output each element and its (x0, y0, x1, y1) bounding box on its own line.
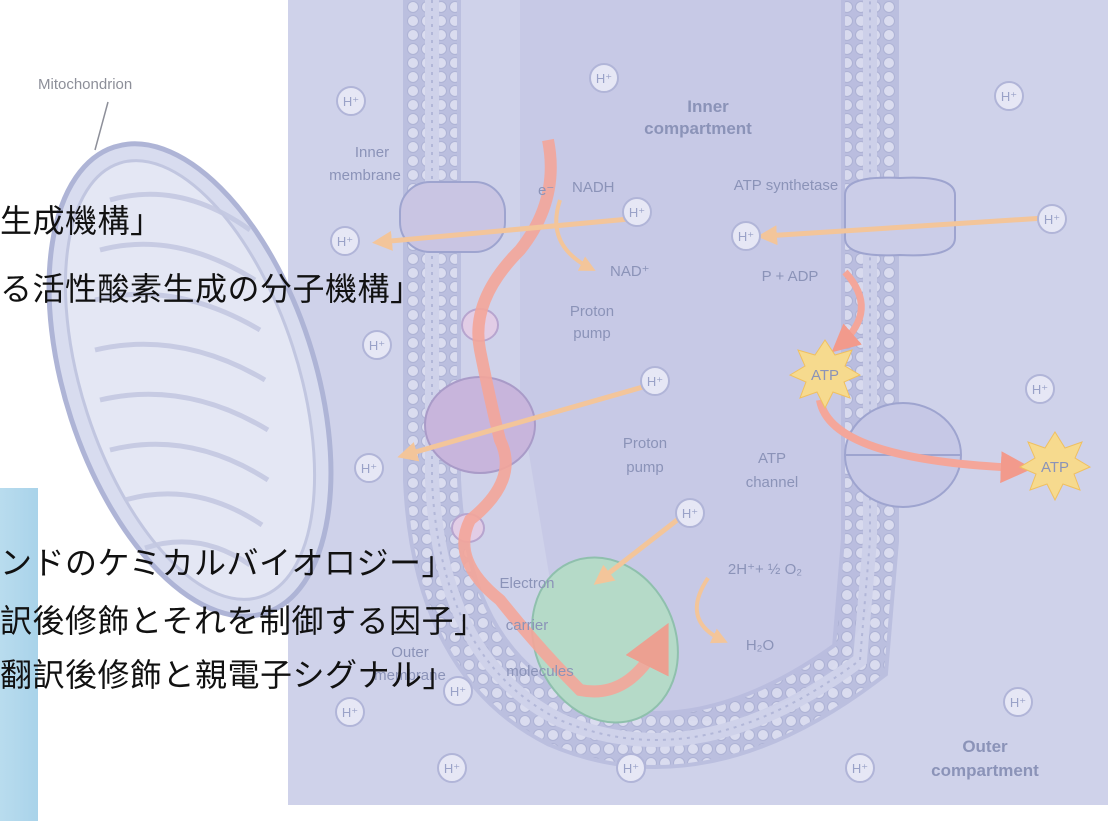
svg-text:H⁺: H⁺ (343, 94, 359, 109)
h-ion: H⁺ (732, 222, 760, 250)
overlay-text-line-2: る活性酸素生成の分子機構」 (0, 264, 423, 310)
inner-membrane-label-2: membrane (329, 167, 401, 184)
h-ion: H⁺ (363, 331, 391, 359)
h-ion: H⁺ (617, 754, 645, 782)
svg-text:H⁺: H⁺ (852, 761, 868, 776)
svg-text:H⁺: H⁺ (444, 761, 460, 776)
h-ion: H⁺ (331, 227, 359, 255)
svg-text:H⁺: H⁺ (1010, 695, 1026, 710)
h-ion: H⁺ (676, 499, 704, 527)
h-ion: H⁺ (641, 367, 669, 395)
h-ion: H⁺ (846, 754, 874, 782)
h2o-label: H₂O (746, 637, 774, 654)
svg-text:H⁺: H⁺ (337, 234, 353, 249)
h-ion: H⁺ (438, 754, 466, 782)
proton-pump-1 (400, 182, 505, 252)
electron-carrier-label-2: carrier (506, 617, 549, 634)
overlay-text-line-5: 翻訳後修飾と親電子シグナル」 (0, 650, 455, 696)
svg-text:H⁺: H⁺ (1032, 382, 1048, 397)
h-ion: H⁺ (1026, 375, 1054, 403)
proton-pump-label-1a: Proton (570, 303, 614, 320)
p-adp-label: P + ADP (762, 268, 819, 285)
proton-pump-label-2b: pump (626, 459, 664, 476)
svg-text:H⁺: H⁺ (596, 71, 612, 86)
atp-synthetase-label: ATP synthetase (734, 177, 839, 194)
outer-compartment-label-1: Outer (962, 737, 1008, 756)
outer-compartment-label-2: compartment (931, 761, 1039, 780)
electron-carrier-label-3: molecules (506, 663, 574, 680)
svg-text:H⁺: H⁺ (361, 461, 377, 476)
h-ion: H⁺ (1004, 688, 1032, 716)
h-ion: H⁺ (995, 82, 1023, 110)
electron-carrier-label-1: Electron (499, 575, 554, 592)
svg-text:H⁺: H⁺ (342, 705, 358, 720)
h-ion: H⁺ (336, 698, 364, 726)
proton-pump-label-2a: Proton (623, 435, 667, 452)
h-ion: H⁺ (623, 198, 651, 226)
svg-text:H⁺: H⁺ (623, 761, 639, 776)
svg-text:H⁺: H⁺ (1044, 212, 1060, 227)
inner-compartment-label-2: compartment (644, 119, 752, 138)
nadh-label: NADH (572, 179, 615, 196)
svg-text:H⁺: H⁺ (1001, 89, 1017, 104)
inner-compartment-label-1: Inner (687, 97, 729, 116)
atp-channel-label-2: channel (746, 474, 799, 491)
overlay-text-line-3: ンドのケミカルバイオロジー」 (0, 538, 454, 584)
h-ion: H⁺ (1038, 205, 1066, 233)
svg-text:H⁺: H⁺ (369, 338, 385, 353)
nad-label: NAD⁺ (610, 263, 650, 280)
h-ion: H⁺ (337, 87, 365, 115)
svg-text:H⁺: H⁺ (738, 229, 754, 244)
svg-text:H⁺: H⁺ (629, 205, 645, 220)
svg-text:H⁺: H⁺ (647, 374, 663, 389)
water-reaction-label: 2H⁺+ ½ O₂ (728, 561, 802, 578)
atp-synthetase (845, 178, 955, 256)
h-ion: H⁺ (355, 454, 383, 482)
inner-membrane-label-1: Inner (355, 144, 389, 161)
atp-label-1: ATP (811, 367, 839, 384)
atp-channel-label-1: ATP (758, 450, 786, 467)
electron-label: e⁻ (538, 182, 554, 199)
overlay-text-line-4: 訳後修飾とそれを制御する因子」 (0, 596, 487, 642)
atp-label-2: ATP (1041, 459, 1069, 476)
overlay-text-line-1: 生成機構」 (0, 196, 163, 242)
h-ion: H⁺ (590, 64, 618, 92)
proton-pump-label-1b: pump (573, 325, 611, 342)
svg-text:H⁺: H⁺ (682, 506, 698, 521)
